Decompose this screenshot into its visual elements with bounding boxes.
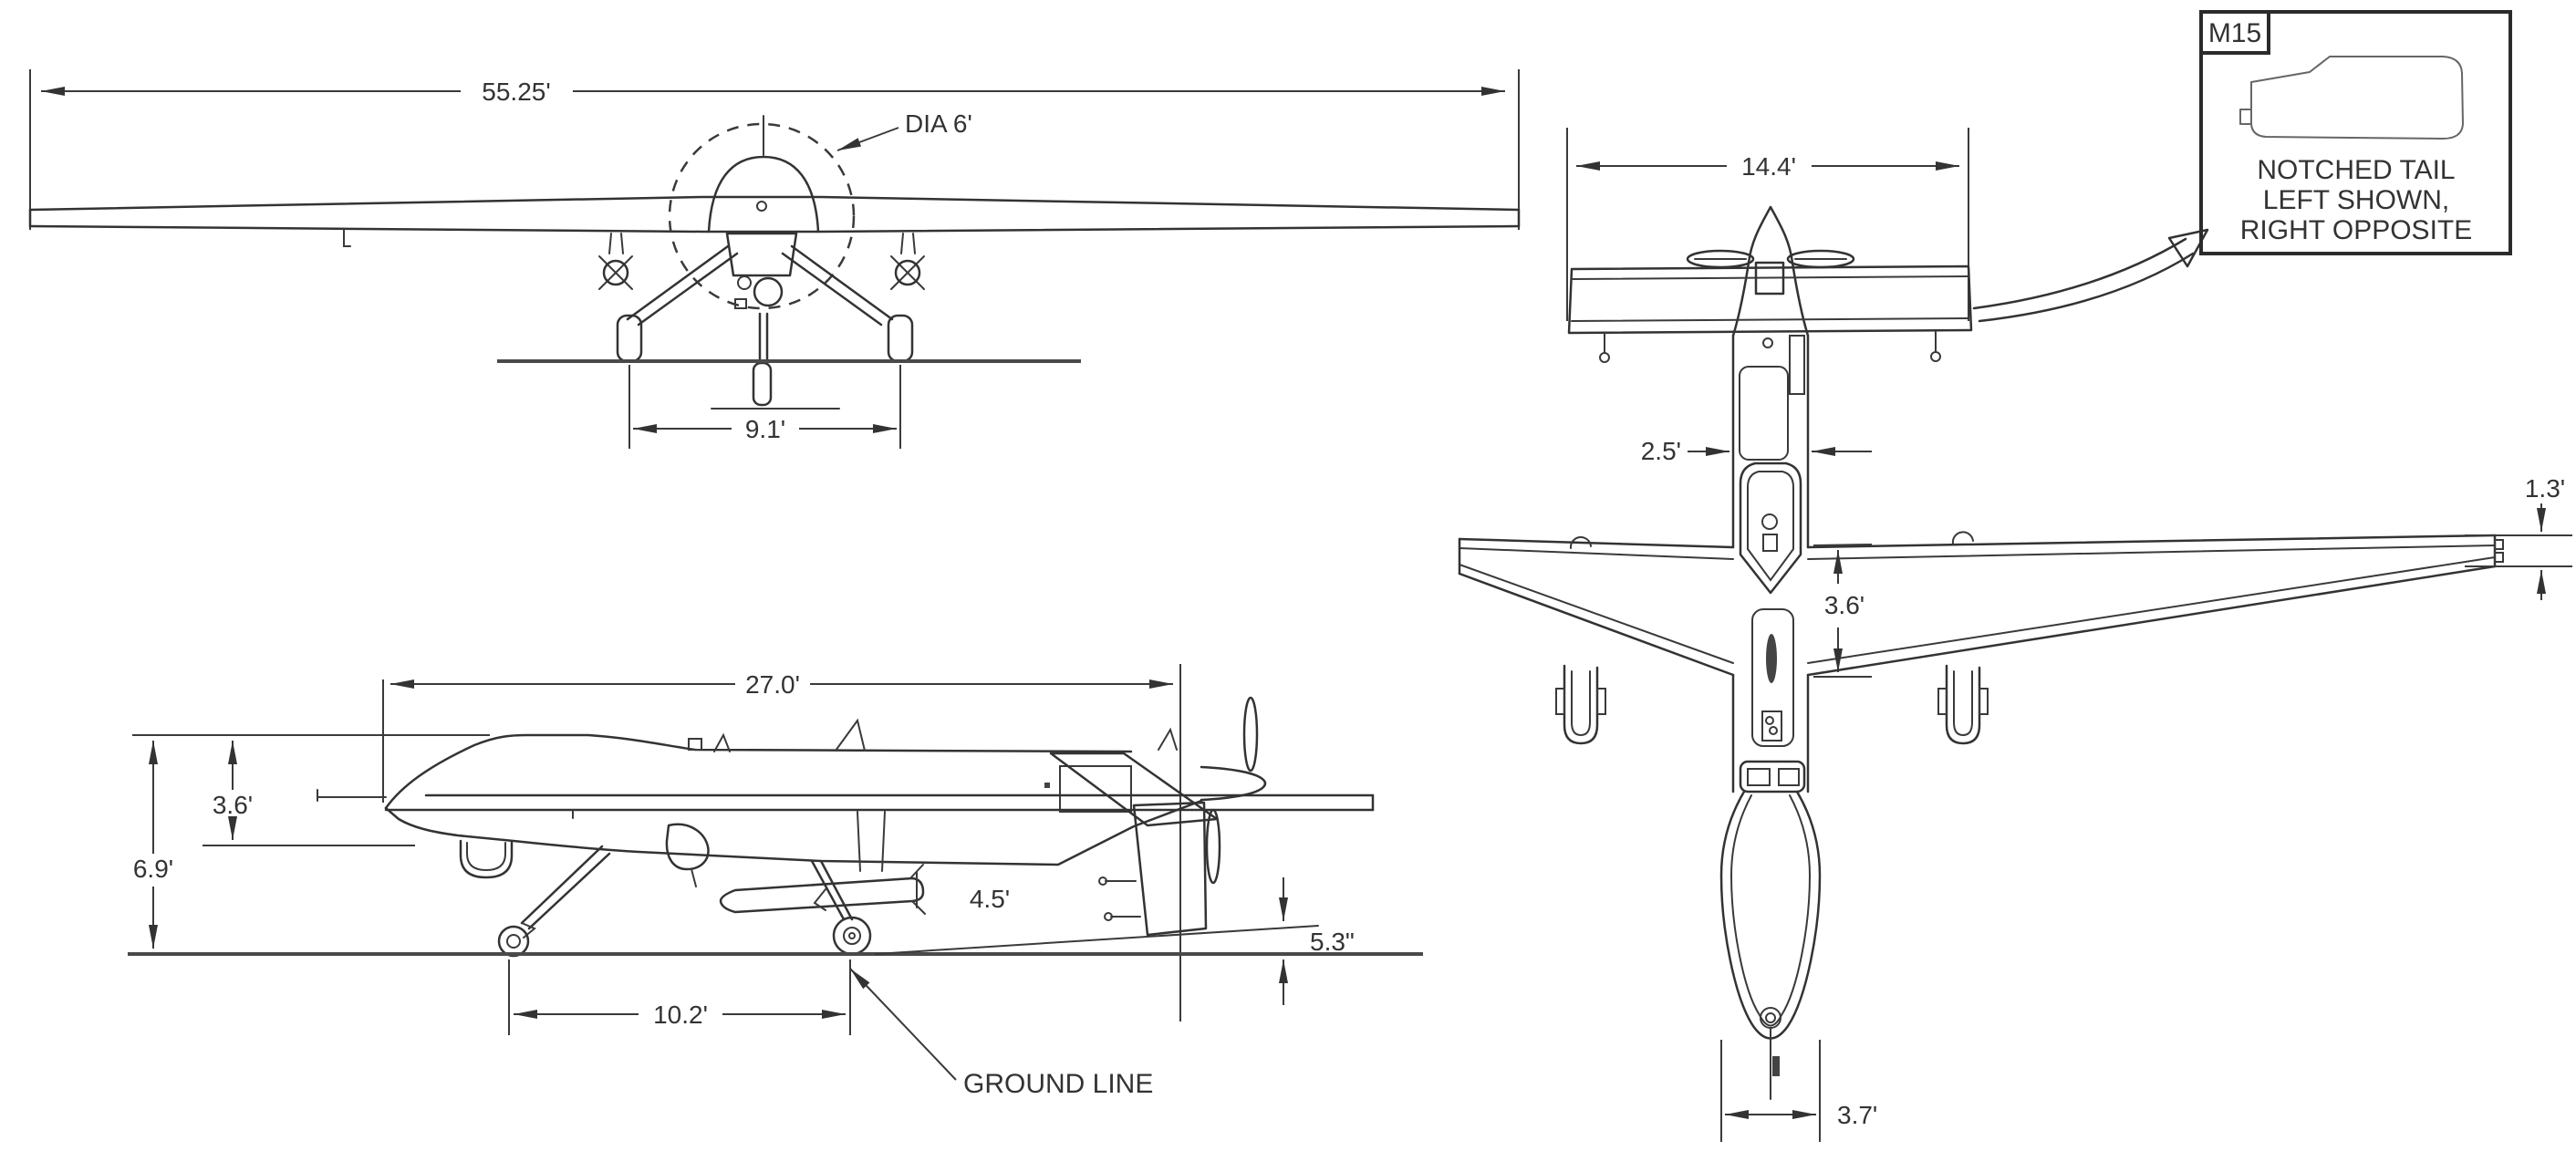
side-wing <box>384 793 1375 819</box>
callout-tag: M15 <box>2208 18 2261 48</box>
wheelbase-label: 10.2' <box>653 1001 708 1029</box>
side-view: 27.0' 3.6' 6.9' <box>128 664 1423 1099</box>
overall-height-label: 6.9' <box>133 855 173 883</box>
callout-note-line-2: LEFT SHOWN, <box>2263 185 2449 215</box>
top-view: 14.4' <box>1458 128 2572 1142</box>
side-stores <box>665 811 926 915</box>
root-chord-label: 3.6' <box>1824 591 1864 619</box>
front-wingspan-dim: 55.25' <box>29 69 1520 230</box>
tail-clearance-label: 5.3" <box>1310 928 1355 956</box>
tail-span-label: 14.4' <box>1741 152 1796 181</box>
front-left-munition <box>598 233 633 290</box>
ground-line-label: GROUND LINE <box>963 1069 1153 1099</box>
top-tip-chord-dim: 1.3' <box>2465 474 2572 600</box>
top-nose-width-dim: 3.7' <box>1720 1040 1877 1142</box>
side-height-dims: 3.6' 6.9' <box>132 734 490 949</box>
notched-tail-shape <box>2239 56 2464 140</box>
gear-track-label: 9.1' <box>745 415 785 443</box>
top-root-chord-dim: 3.6' <box>1813 544 1873 678</box>
ground-line-callout: GROUND LINE <box>849 968 1153 1099</box>
tip-chord-label: 1.3' <box>2525 474 2565 503</box>
prop-clearance-label: 4.5' <box>970 885 1010 913</box>
wingspan-label: 55.25' <box>482 78 550 106</box>
front-prop-dia-label: DIA 6' <box>836 109 972 151</box>
tail-clearance-ref-line <box>875 925 1319 955</box>
top-tailplane <box>1567 261 1973 363</box>
prop-disc-circle <box>668 122 856 310</box>
fuselage-height-label: 3.6' <box>213 791 253 819</box>
top-nose-bulb <box>1719 790 1822 1100</box>
front-right-munition <box>890 233 925 290</box>
fuselage-width-label: 2.5' <box>1641 437 1681 465</box>
top-gear-bogies <box>1555 664 1989 745</box>
notched-tail-arrow <box>1972 228 2209 323</box>
callout-note-line-3: RIGHT OPPOSITE <box>2240 215 2473 245</box>
callout-note-line-1: NOTCHED TAIL <box>2257 155 2455 185</box>
side-fuselage <box>317 718 1203 879</box>
front-wing <box>28 195 1521 247</box>
length-label: 27.0' <box>745 670 800 699</box>
front-gear-track-dim: 9.1' <box>628 365 901 449</box>
nose-width-label: 3.7' <box>1837 1101 1877 1129</box>
m15-callout: M15 NOTCHED TAIL LEFT SHOWN, RIGHT OPPOS… <box>2199 10 2512 255</box>
prop-dia-label: DIA 6' <box>905 109 972 138</box>
side-tail <box>1049 696 1267 937</box>
top-fuselage <box>1731 334 1810 793</box>
front-view: 55.25' DIA 6' <box>28 69 1521 449</box>
top-fuselage-width-dim: 2.5' <box>1641 437 1872 465</box>
side-tail-clearance-dim: 5.3" <box>1279 877 1355 1005</box>
front-fuselage-pod <box>707 115 820 309</box>
side-length-dim: 27.0' <box>382 664 1181 1022</box>
top-wings <box>1458 531 2504 677</box>
